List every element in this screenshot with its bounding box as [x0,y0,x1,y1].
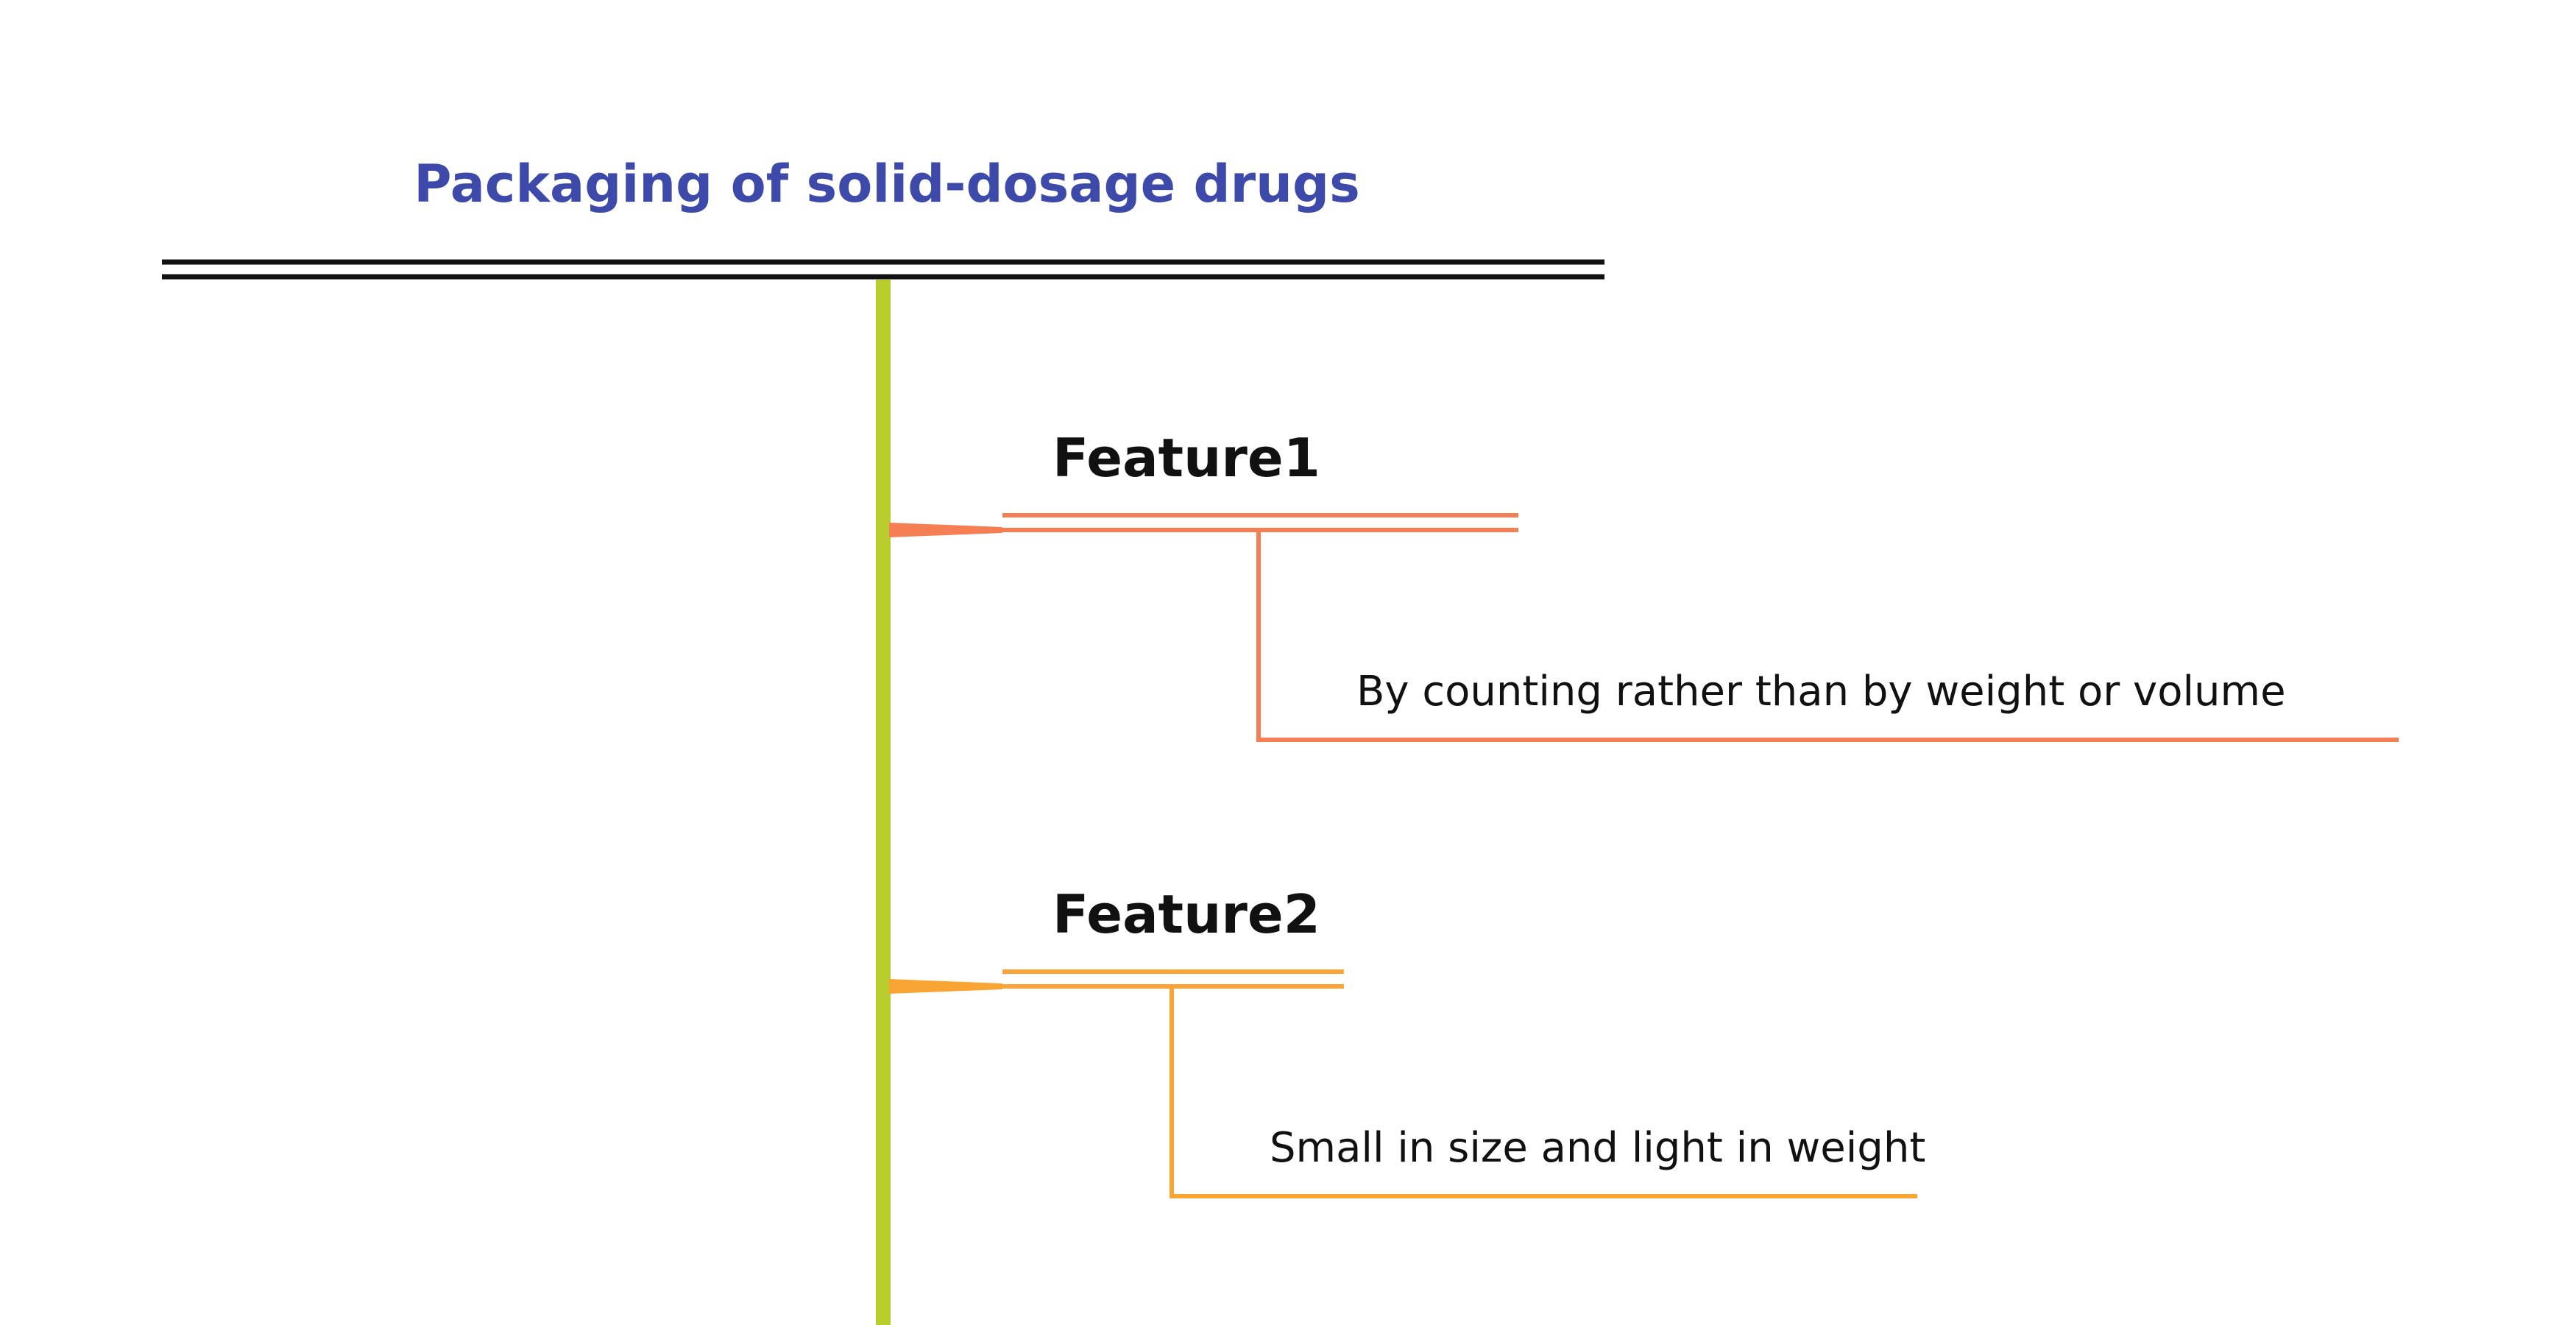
leaf-2-connector [1170,986,1917,1198]
leaf-1-connector [1256,530,2399,742]
leaf-label-feature1-detail: By counting rather than by weight or vol… [1356,668,2286,716]
branch-1-taper [889,523,1002,537]
branch-label-feature1: Feature1 [1052,427,1320,489]
branch-label-feature2: Feature2 [1052,883,1320,945]
branch-2-taper [889,979,1002,994]
leaf-label-feature2-detail: Small in size and light in weight [1270,1124,1926,1172]
diagram-title: Packaging of solid-dosage drugs [414,154,1360,214]
